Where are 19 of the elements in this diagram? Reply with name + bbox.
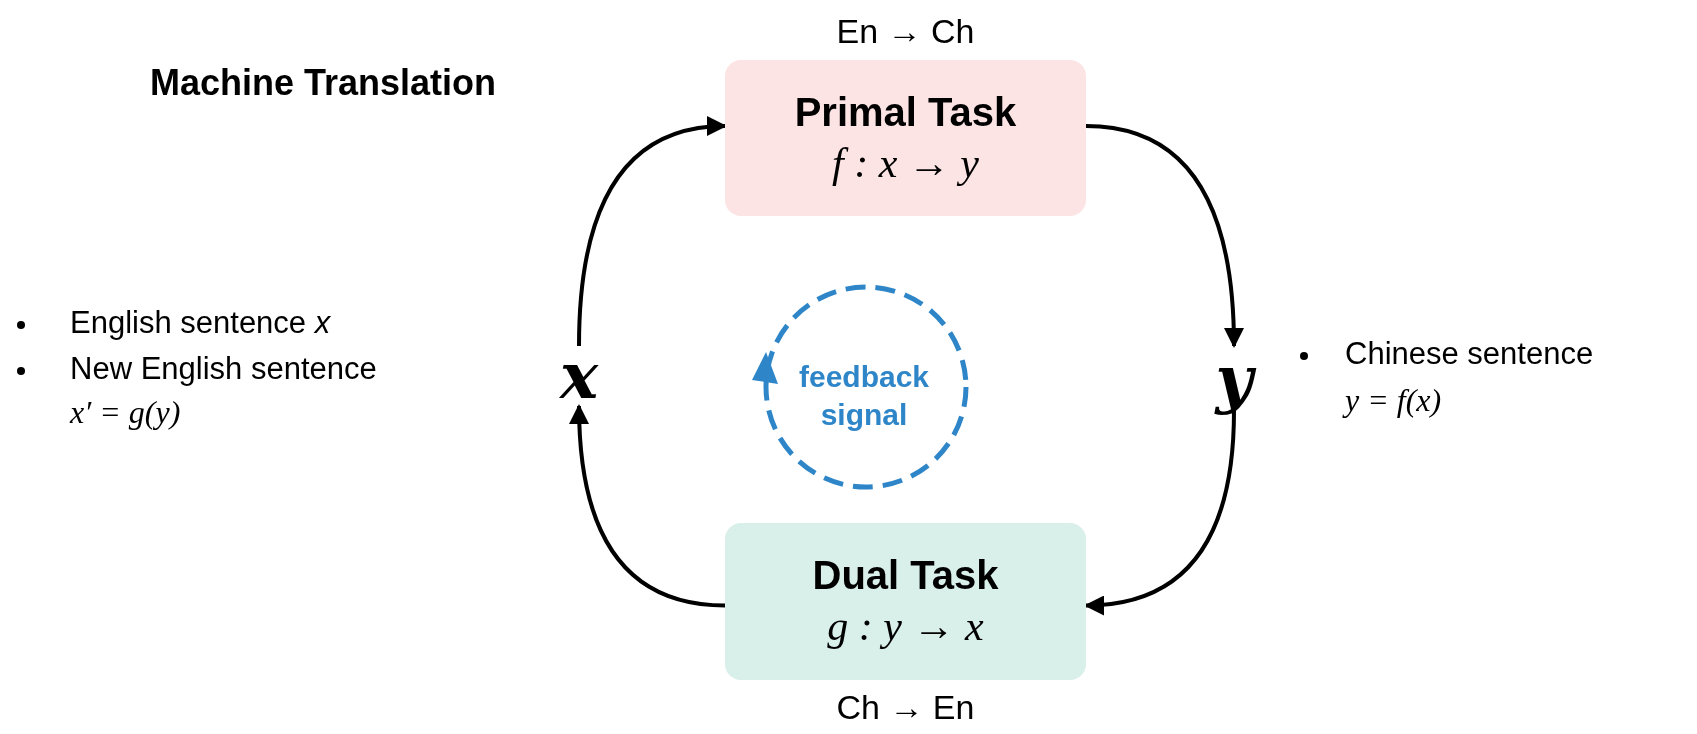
- math-formula: g : y → x: [827, 602, 984, 652]
- curved-arrow: [569, 404, 726, 608]
- task-title: Primal Task: [794, 88, 1017, 136]
- math-formula: x′ = g(y): [70, 393, 181, 432]
- bullet-text: English sentence x: [70, 304, 331, 342]
- variable-symbol: x: [557, 346, 601, 406]
- curved-arrow: [1084, 410, 1236, 615]
- curved-arrow: [1085, 124, 1244, 348]
- bullet-text: Chinese sentence: [1345, 335, 1594, 373]
- math-formula: f : x → y: [832, 138, 979, 188]
- direction-label: Ch → En: [835, 687, 976, 728]
- curved-arrow: [577, 117, 727, 347]
- title: Machine Translation: [150, 61, 497, 105]
- direction-label: En → Ch: [835, 11, 976, 52]
- feedback-label: feedback signal: [797, 359, 931, 433]
- task-box: [725, 60, 1086, 216]
- task-title: Dual Task: [812, 552, 999, 600]
- bullet-text: New English sentence: [70, 350, 377, 388]
- task-box: [725, 523, 1086, 680]
